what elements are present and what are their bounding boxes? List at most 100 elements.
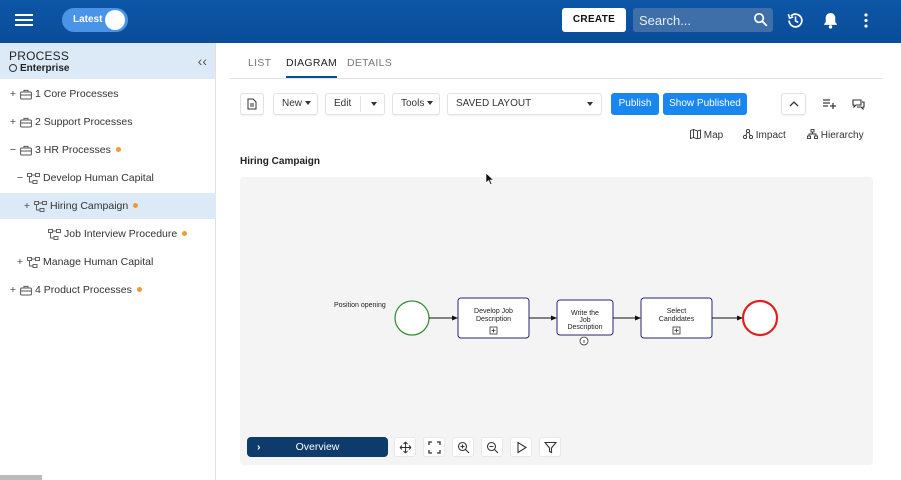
process-icon: [27, 168, 40, 194]
expand-icon[interactable]: +: [9, 284, 17, 296]
tab-details[interactable]: DETAILS: [347, 57, 393, 69]
tree-item-label: Job Interview Procedure: [64, 228, 178, 240]
arrow-head-icon: [635, 315, 641, 321]
hierarchy-icon: [807, 129, 818, 139]
status-dot: [136, 287, 142, 292]
zoom-out-icon: [486, 441, 499, 454]
start-event[interactable]: [394, 300, 430, 336]
collapse-sidebar-icon[interactable]: ‹‹: [197, 53, 207, 69]
playlist-add-icon: [823, 99, 836, 109]
caret-down-icon[interactable]: [371, 102, 377, 106]
mouse-cursor-icon: [485, 172, 495, 185]
new-dropdown[interactable]: New: [273, 93, 318, 115]
top-app-bar: Latest CREATE: [0, 0, 901, 43]
more-vert-icon[interactable]: [858, 11, 874, 30]
sidebar-header: PROCESS Enterprise ‹‹: [0, 43, 215, 79]
task-label-1a: Develop Job: [474, 308, 513, 315]
caret-down-icon: [305, 101, 312, 105]
chevron-right-icon: ›: [257, 441, 261, 453]
history-icon[interactable]: [786, 11, 805, 30]
task-label-1b: Description: [476, 316, 511, 323]
zoom-in-icon: [457, 441, 470, 454]
expand-icon[interactable]: +: [16, 256, 24, 268]
publish-button[interactable]: Publish: [611, 93, 659, 115]
tree-item[interactable]: − Develop Human Capital: [15, 165, 215, 191]
expand-icon[interactable]: +: [23, 200, 31, 212]
caret-down-icon: [427, 101, 434, 105]
tree-item[interactable]: + Hiring Campaign: [0, 193, 216, 219]
zoom-out-button[interactable]: [481, 437, 503, 457]
sidebar-subtitle: Enterprise: [9, 63, 69, 74]
filter-button[interactable]: [539, 437, 561, 457]
collapse-icon[interactable]: −: [9, 144, 17, 156]
impact-view-link[interactable]: Impact: [742, 128, 786, 141]
tab-diagram[interactable]: DIAGRAM: [286, 50, 338, 78]
enterprise-label: Enterprise: [20, 63, 70, 74]
status-dot: [133, 203, 139, 208]
filter-icon: [544, 441, 557, 454]
expand-icon[interactable]: +: [9, 116, 17, 128]
diagram-title: Hiring Campaign: [240, 156, 321, 167]
collapse-toolbar-button[interactable]: [781, 93, 806, 115]
bell-icon[interactable]: [821, 11, 840, 30]
arrow-head-icon: [452, 315, 458, 321]
tree-item[interactable]: +2 Support Processes: [8, 109, 208, 135]
process-icon: [48, 224, 61, 250]
simulate-button[interactable]: [510, 437, 532, 457]
briefcase-icon: [20, 112, 32, 138]
tree-item[interactable]: +1 Core Processes: [8, 81, 208, 107]
plus-icon: [491, 328, 496, 333]
show-published-button[interactable]: Show Published: [663, 93, 747, 115]
plus-icon: [674, 328, 679, 333]
chevron-up-icon: [789, 101, 799, 107]
document-icon: [247, 98, 257, 110]
start-event-label: Position opening: [334, 302, 386, 309]
create-button[interactable]: CREATE: [562, 8, 626, 32]
map-view-link[interactable]: Map: [690, 129, 723, 141]
edit-split-button[interactable]: Edit: [325, 93, 385, 115]
end-event[interactable]: [741, 299, 779, 337]
hierarchy-view-link[interactable]: Hierarchy: [807, 129, 864, 141]
fit-screen-button[interactable]: [423, 437, 445, 457]
zoom-in-button[interactable]: [452, 437, 474, 457]
globe-icon: [9, 64, 17, 72]
edit-label[interactable]: Edit: [334, 98, 352, 109]
pan-button[interactable]: [394, 437, 416, 457]
task-label-3b: Candidates: [659, 316, 695, 323]
tabs-divider: [230, 78, 883, 79]
sidebar-scrollbar[interactable]: [0, 475, 42, 480]
expand-icon[interactable]: +: [9, 88, 17, 100]
overview-panel-toggle[interactable]: › Overview: [247, 437, 388, 457]
tree-item-label: 4 Product Processes: [35, 284, 132, 296]
impact-icon: [742, 128, 754, 140]
layout-select[interactable]: SAVED LAYOUT: [447, 93, 602, 115]
new-label: New: [282, 98, 303, 109]
tree-item[interactable]: +4 Product Processes: [8, 277, 208, 303]
task-label-2a: Write the: [571, 310, 599, 317]
briefcase-icon: [20, 280, 32, 306]
tab-list[interactable]: LIST: [248, 57, 272, 69]
add-list-button[interactable]: [817, 93, 842, 115]
tree-item-label: 3 HR Processes: [35, 144, 111, 156]
search-box[interactable]: [633, 8, 773, 32]
collapse-icon[interactable]: −: [16, 172, 24, 184]
tree-item[interactable]: Job Interview Procedure: [36, 221, 214, 247]
tree-item-label: Hiring Campaign: [50, 200, 129, 212]
arrow-head-icon: [551, 315, 557, 321]
comments-button[interactable]: [846, 93, 871, 115]
tree-item-label: Develop Human Capital: [43, 172, 154, 184]
menu-icon[interactable]: [13, 11, 35, 31]
tools-label: Tools: [401, 98, 425, 109]
tree-item[interactable]: +Manage Human Capital: [15, 249, 215, 275]
export-document-button[interactable]: [240, 93, 264, 115]
fullscreen-icon: [428, 441, 441, 454]
tools-dropdown[interactable]: Tools: [392, 93, 440, 115]
tree-item[interactable]: − 3 HR Processes: [8, 137, 208, 163]
search-input[interactable]: [639, 12, 749, 28]
impact-label: Impact: [755, 130, 786, 141]
sidebar: PROCESS Enterprise ‹‹: [0, 43, 216, 480]
latest-toggle[interactable]: Latest: [62, 8, 128, 32]
overview-label: Overview: [295, 441, 340, 453]
search-icon[interactable]: [752, 11, 769, 28]
